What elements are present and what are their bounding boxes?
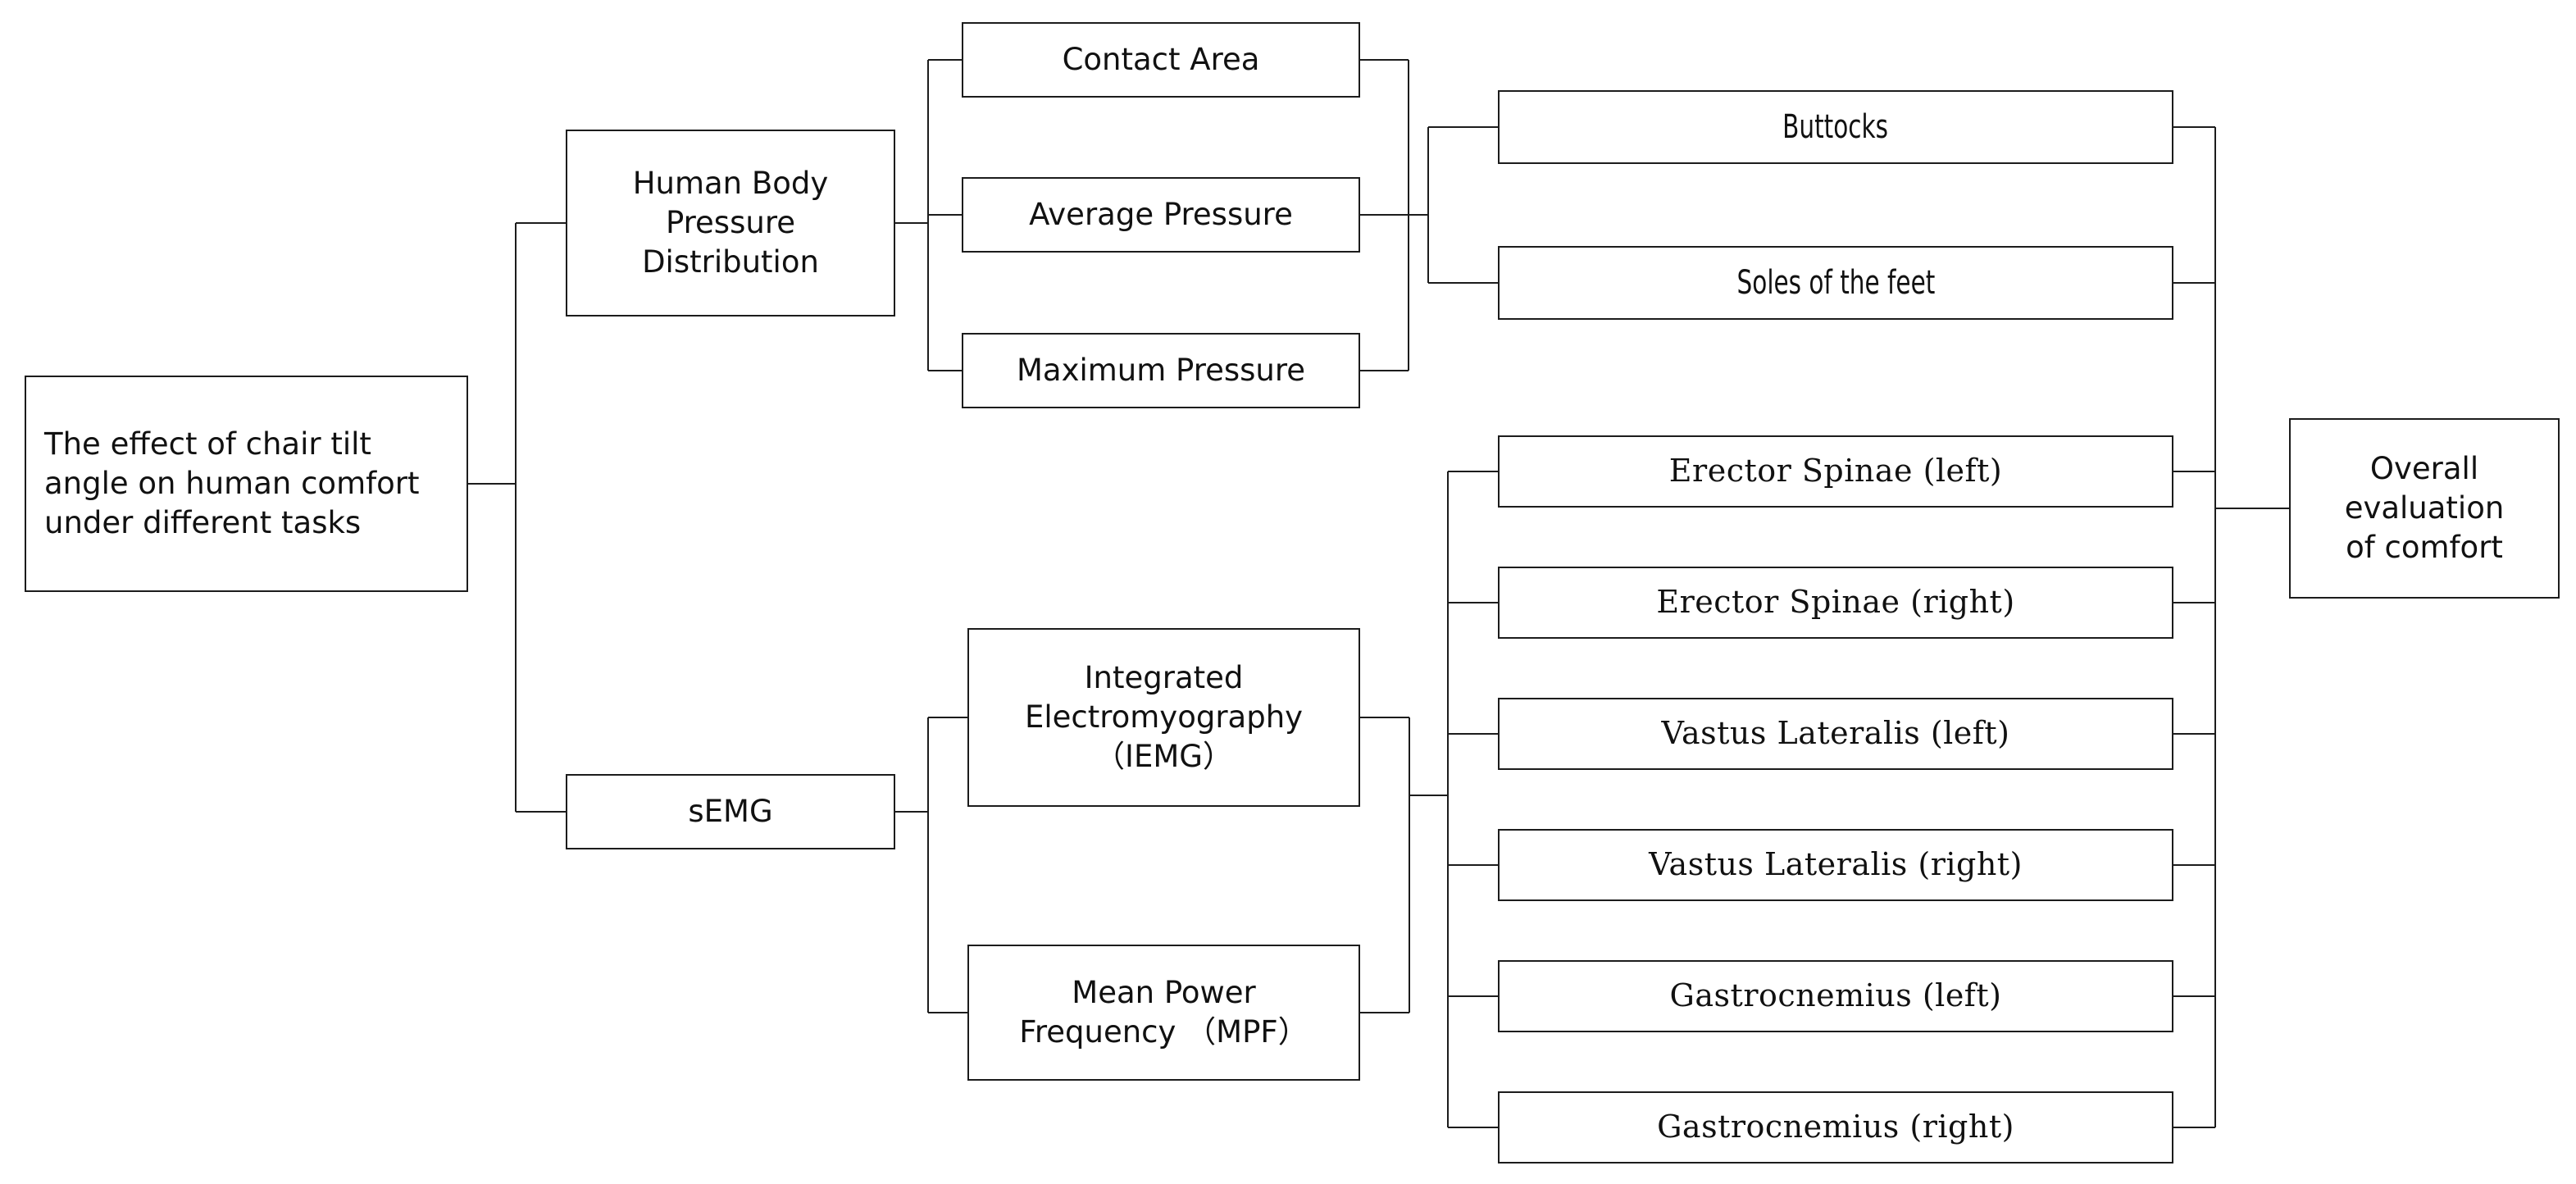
node-label: Gastrocnemius (right): [1657, 1109, 2014, 1145]
node-average-pressure[interactable]: Average Pressure: [962, 177, 1360, 253]
node-erector-spinae-left[interactable]: Erector Spinae (left): [1498, 435, 2173, 508]
node-buttocks[interactable]: Buttocks: [1498, 90, 2173, 164]
node-label: Soles of the feet: [1736, 264, 1935, 302]
node-label: Vastus Lateralis (left): [1661, 715, 2010, 752]
node-label: Vastus Lateralis (right): [1649, 846, 2023, 883]
node-label: Maximum Pressure: [1016, 352, 1306, 388]
node-label: Buttocks: [1782, 108, 1889, 146]
node-label: Contact Area: [1062, 41, 1260, 77]
node-mean-power-frequency[interactable]: Mean Power Frequency （MPF）: [967, 945, 1360, 1081]
node-gastrocnemius-right[interactable]: Gastrocnemius (right): [1498, 1091, 2173, 1164]
node-vastus-lateralis-right[interactable]: Vastus Lateralis (right): [1498, 829, 2173, 901]
node-contact-area[interactable]: Contact Area: [962, 22, 1360, 98]
node-label: Mean Power Frequency （MPF）: [1019, 974, 1308, 1050]
node-human-body-pressure-distribution[interactable]: Human Body Pressure Distribution: [566, 130, 895, 316]
node-label: sEMG: [688, 793, 773, 829]
node-soles-of-the-feet[interactable]: Soles of the feet: [1498, 246, 2173, 320]
node-gastrocnemius-left[interactable]: Gastrocnemius (left): [1498, 960, 2173, 1032]
node-maximum-pressure[interactable]: Maximum Pressure: [962, 333, 1360, 408]
node-label: Integrated Electromyography （IEMG）: [1024, 659, 1304, 775]
node-integrated-electromyography[interactable]: Integrated Electromyography （IEMG）: [967, 628, 1360, 807]
root-node[interactable]: The effect of chair tilt angle on human …: [25, 376, 468, 592]
root-node-label: The effect of chair tilt angle on human …: [44, 426, 420, 541]
node-label: Erector Spinae (left): [1668, 453, 2003, 490]
node-vastus-lateralis-left[interactable]: Vastus Lateralis (left): [1498, 698, 2173, 770]
node-label: Gastrocnemius (left): [1669, 977, 2002, 1014]
node-label: Overall evaluation of comfort: [2344, 450, 2505, 566]
node-label: Human Body Pressure Distribution: [632, 165, 829, 280]
node-label: Erector Spinae (right): [1656, 584, 2015, 621]
node-label: Average Pressure: [1029, 196, 1293, 232]
node-erector-spinae-right[interactable]: Erector Spinae (right): [1498, 567, 2173, 639]
node-overall-evaluation-of-comfort[interactable]: Overall evaluation of comfort: [2289, 418, 2560, 599]
node-semg[interactable]: sEMG: [566, 774, 895, 849]
